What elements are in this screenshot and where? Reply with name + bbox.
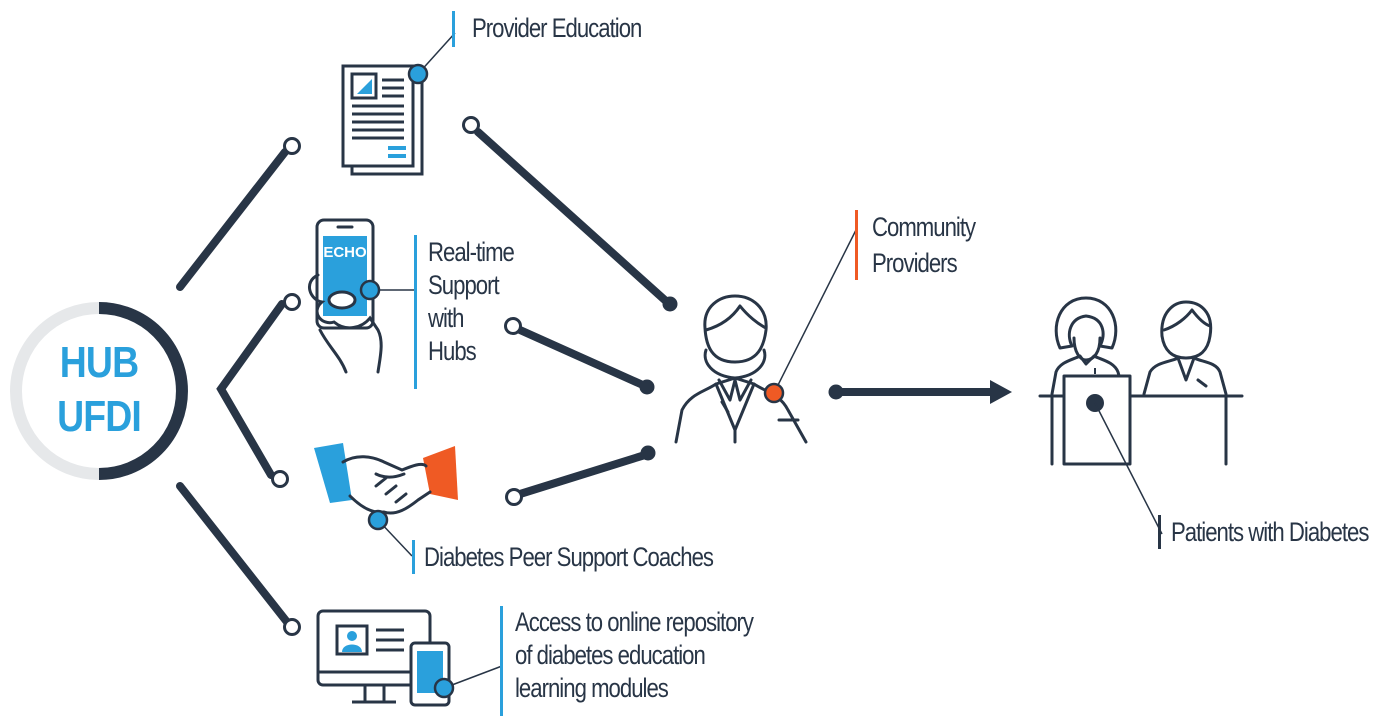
online-repo-line-1: Access to online repository <box>515 607 754 637</box>
real-time-line-4: Hubs <box>428 336 477 366</box>
provider-education-label: Provider Education <box>472 13 642 43</box>
hub-ring <box>10 302 188 480</box>
patients-label: Patients with Diabetes <box>1171 517 1369 547</box>
real-time-label: Real-time Support with Hubs <box>428 236 533 368</box>
real-time-line-2: Support <box>428 270 500 300</box>
real-time-line-3: with <box>428 303 464 333</box>
online-repo-bar <box>500 606 503 716</box>
real-time-bar <box>414 235 417 389</box>
document-icon <box>341 64 424 176</box>
community-provider-pin <box>763 382 785 404</box>
online-repo-line-3: learning modules <box>515 673 669 703</box>
community-line-1: Community <box>872 212 976 242</box>
hub-line-2: UFDI <box>57 392 142 441</box>
hub-connector-endpoints <box>271 137 301 636</box>
provider-connector-starts <box>462 116 523 506</box>
real-time-line-1: Real-time <box>428 237 515 267</box>
computer-tablet-icon <box>316 609 451 707</box>
provider-connectors <box>474 128 671 498</box>
online-repo-line-2: of diabetes education <box>515 640 706 670</box>
patients-icon <box>1038 296 1244 466</box>
hub-line-1: HUB <box>59 338 139 387</box>
community-line-2: Providers <box>872 248 958 278</box>
provider-education-bar <box>452 11 455 47</box>
hub-connectors <box>176 148 291 626</box>
peer-coaches-label: Diabetes Peer Support Coaches <box>424 542 714 572</box>
online-repo-label: Access to online repository of diabetes … <box>515 606 805 705</box>
hub-title: HUB UFDI <box>49 336 149 444</box>
provider-education-pin <box>407 63 429 85</box>
peer-coaches-pin <box>367 509 389 531</box>
real-time-pin <box>359 279 381 301</box>
community-providers-bar <box>855 210 858 280</box>
handshake-icon <box>314 443 458 515</box>
peer-coaches-bar <box>412 540 415 574</box>
provider-connector-ends <box>639 296 678 461</box>
community-providers-label: Community Providers <box>872 209 998 281</box>
phone-screen-text: ECHO <box>323 244 367 261</box>
patients-bar <box>1158 515 1161 549</box>
online-repo-pin <box>433 677 455 699</box>
arrow-to-patients <box>828 380 1012 404</box>
phone-hand-icon: ECHO <box>308 218 383 374</box>
